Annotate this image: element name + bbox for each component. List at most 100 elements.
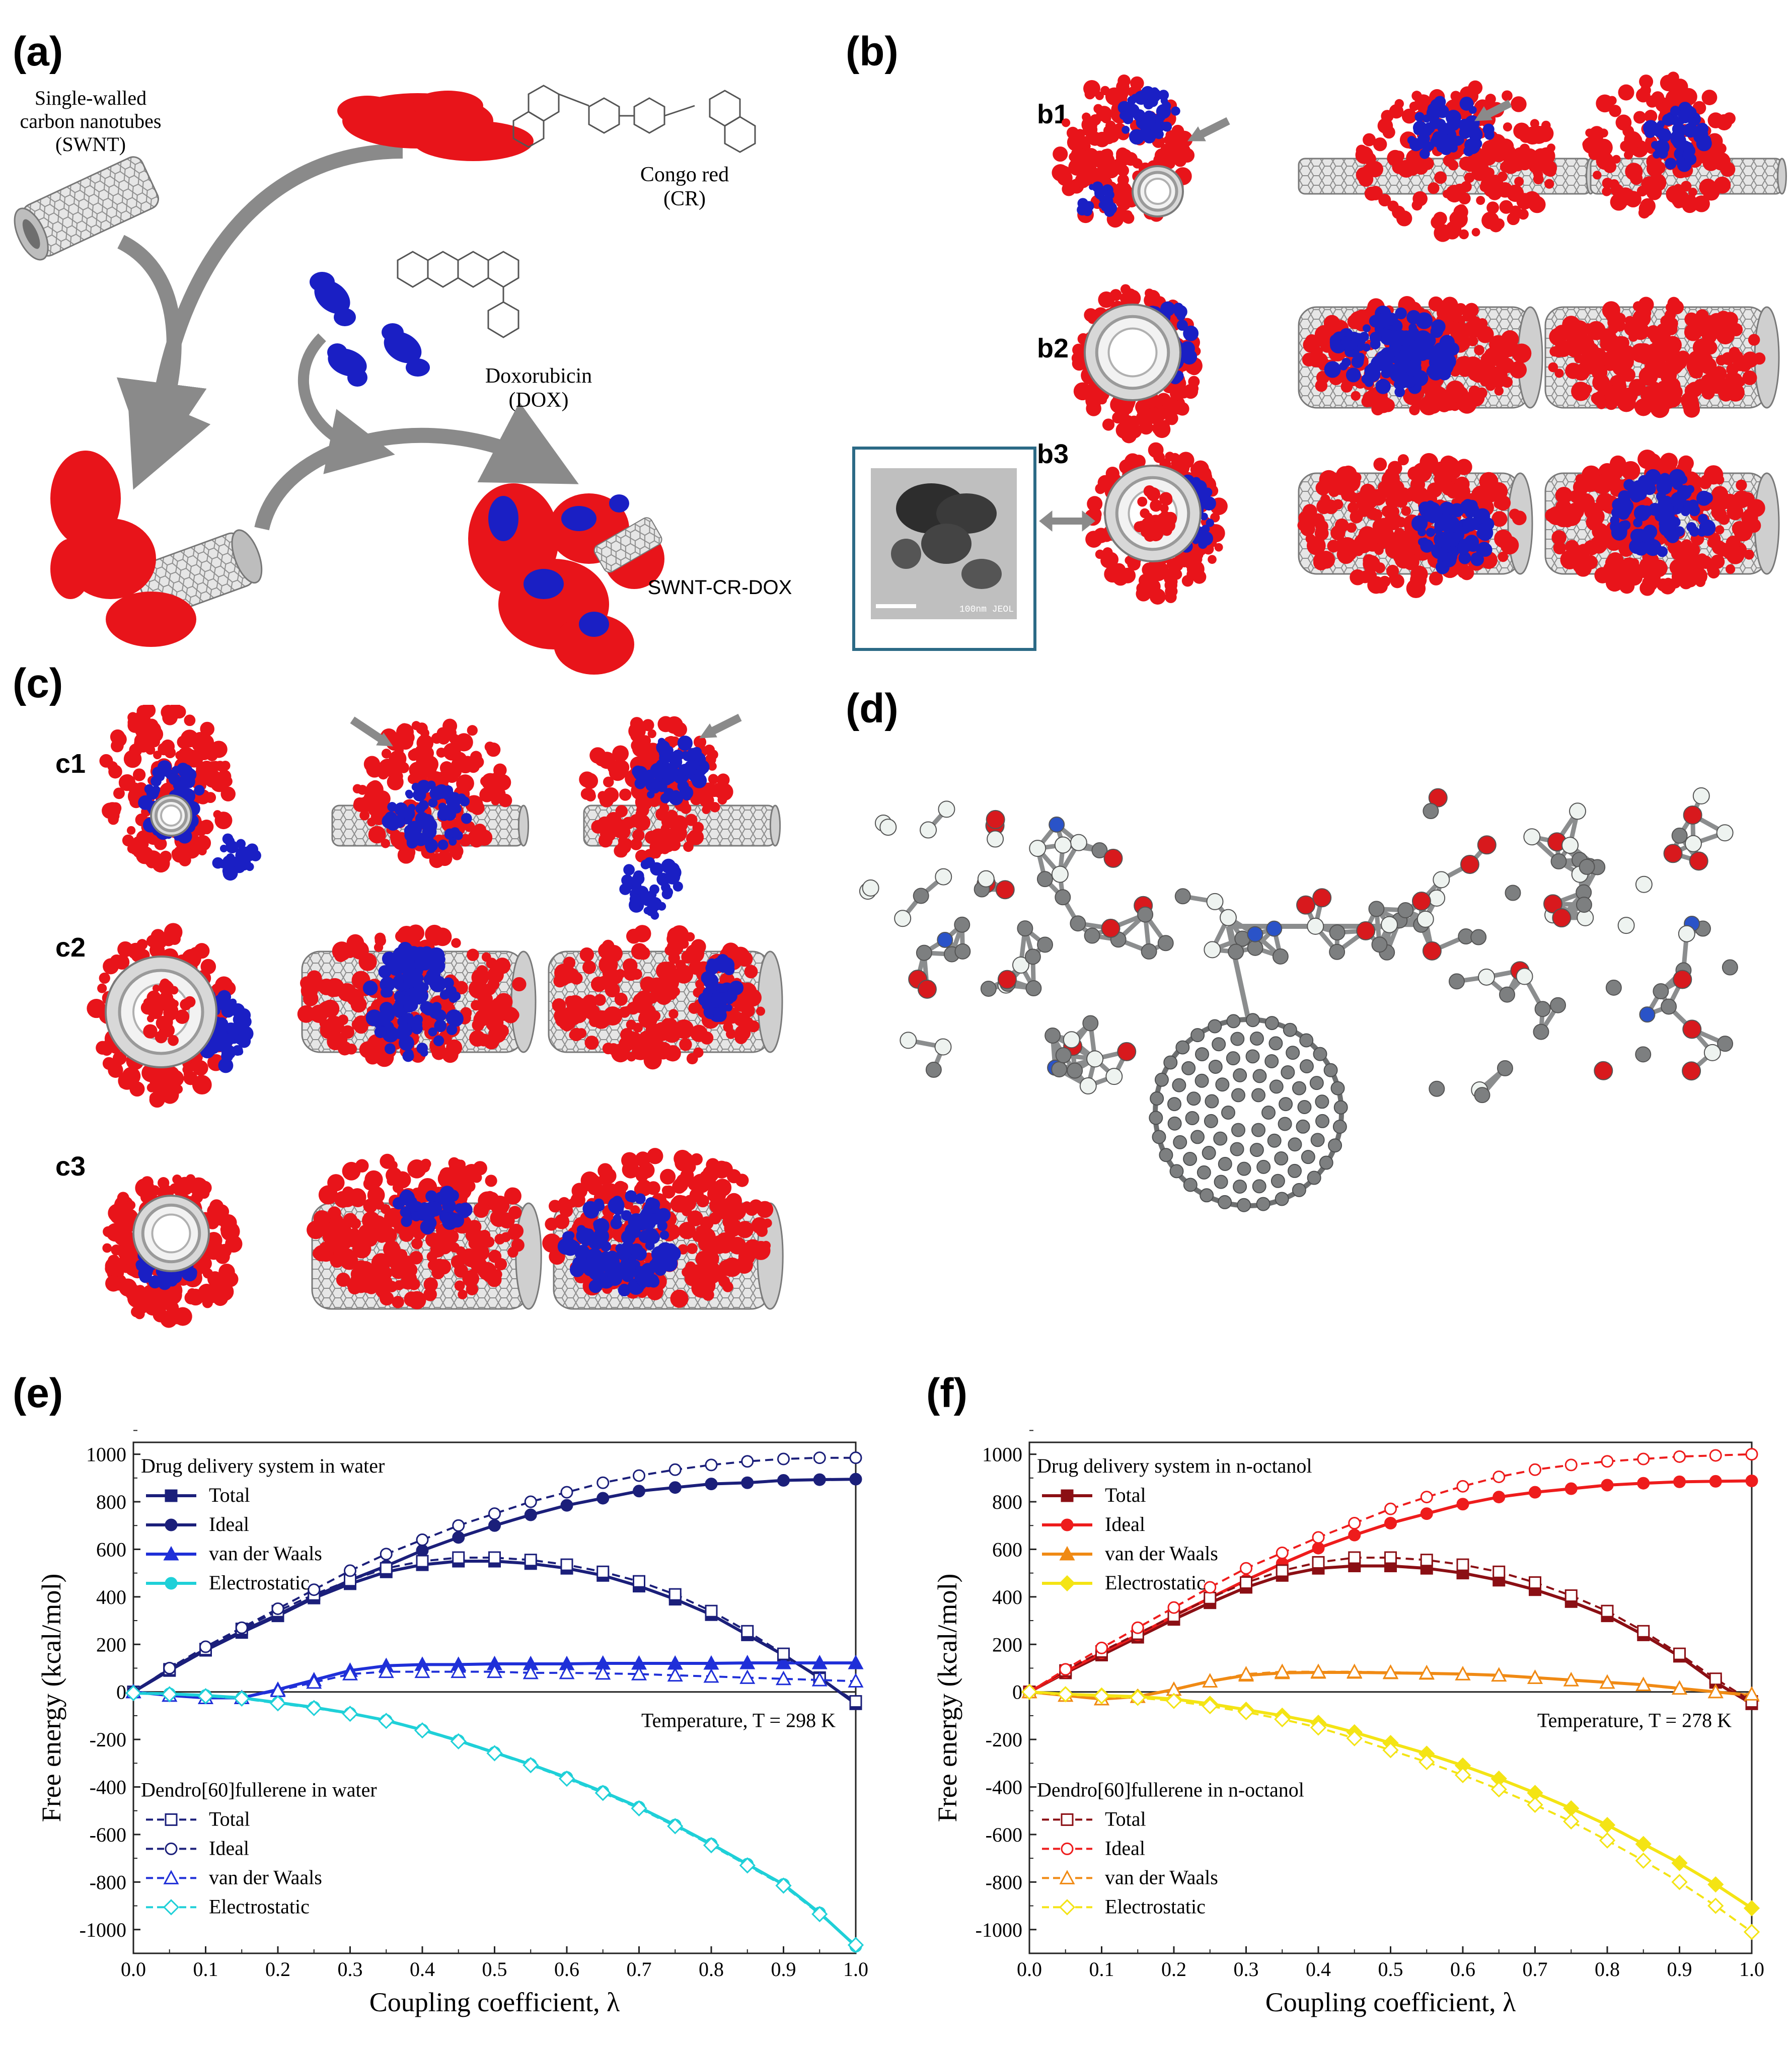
atom <box>1037 936 1054 953</box>
atom <box>1025 980 1042 997</box>
atom <box>1550 997 1566 1013</box>
chart-f-legend-item: van der Waals <box>1042 1866 1218 1888</box>
chart-e-series-line <box>133 1670 856 1699</box>
chart-f-data-point <box>1384 1502 1397 1515</box>
atom <box>1478 968 1496 986</box>
chart-f-series-line <box>1029 1670 1752 1700</box>
atom <box>954 943 971 960</box>
chart-e-legend-label: Electrostatic <box>209 1895 310 1918</box>
c3-tube-end <box>132 1195 210 1272</box>
chart-e-legend-item: Electrostatic <box>146 1571 310 1594</box>
chart-f-ytick-label: -600 <box>986 1823 1022 1846</box>
chart-f-data-point <box>1743 1924 1760 1940</box>
atom <box>1635 875 1653 893</box>
chart-f-data-point <box>1529 1486 1541 1499</box>
chart-e-legend-label: Total <box>209 1484 250 1506</box>
chart-e-data-point <box>775 1670 792 1686</box>
atom <box>1477 835 1497 855</box>
row-label-c2: c2 <box>55 932 86 963</box>
chart-e-data-point <box>813 1451 826 1465</box>
chart-f-xtick-label: 0.0 <box>1017 1958 1042 1981</box>
atom <box>1579 858 1595 875</box>
b3-side-blue-1 <box>1411 499 1495 574</box>
chart-f-legend-item: Total <box>1042 1807 1146 1830</box>
atom <box>935 868 952 886</box>
swnt-label-line3: (SWNT) <box>55 133 126 156</box>
chart-e-data-point <box>486 1663 503 1678</box>
atom <box>1070 915 1086 932</box>
cr-label-line2: (CR) <box>663 187 706 210</box>
chart-e-xtick-label: 0.6 <box>554 1958 579 1981</box>
chart-e-series-line <box>132 1557 857 1703</box>
chart-f-ytick-label: 400 <box>992 1586 1022 1608</box>
chart-f-series-dendro-ideal <box>1023 1448 1758 1699</box>
chart-e-data-point <box>560 1558 573 1571</box>
chart-f-data-point <box>1131 1621 1144 1634</box>
row-label-b3: b3 <box>1037 439 1069 469</box>
atom <box>1428 889 1446 907</box>
chart-f-data-point <box>1204 1591 1217 1604</box>
chart-e-data-point <box>165 1842 178 1855</box>
chart-e-ytick-label: -800 <box>90 1871 126 1893</box>
chart-e-data-point <box>234 1690 250 1707</box>
pointer-arrows-c1 <box>350 713 742 747</box>
chart-f-data-point <box>1059 1899 1076 1916</box>
chart-f-data-point <box>1276 1547 1289 1560</box>
chart-f-legend-item: Ideal <box>1042 1837 1145 1859</box>
panel-b-illustration: b1 b2 b3 100nm JEOL <box>852 71 1787 651</box>
chart-f-ytick-label: -1000 <box>976 1919 1022 1941</box>
chart-e-data-point <box>380 1548 393 1561</box>
congo-red-aggregate <box>337 91 534 161</box>
chart-f-series-line <box>1028 1557 1753 1703</box>
chart-e-xtick-label: 0.0 <box>121 1958 146 1981</box>
dox-label-line1: Doxorubicin <box>485 364 592 388</box>
chart-e-legend-title-dendro: Dendro[60]fullerene in water <box>141 1778 377 1801</box>
chart-f-ytick-label: 200 <box>992 1633 1022 1656</box>
atom <box>1722 959 1738 976</box>
chart-f-legend-label: Total <box>1105 1807 1146 1830</box>
chart-f-data-point <box>1095 1641 1108 1654</box>
atom <box>1228 943 1244 960</box>
chart-f-data-point <box>1202 1698 1218 1715</box>
chart-f-legend-item: Total <box>1042 1484 1146 1506</box>
chart-e-data-point <box>235 1621 248 1634</box>
chart-e-data-point <box>522 1664 539 1679</box>
chart-e-data-point <box>163 1546 179 1561</box>
chart-e-data-point <box>269 1695 286 1712</box>
atom <box>920 821 937 839</box>
chart-f-xtick-label: 0.3 <box>1234 1958 1259 1981</box>
atom <box>1012 956 1029 974</box>
chart-e-data-point <box>414 1663 430 1678</box>
atom <box>1063 1031 1080 1049</box>
chart-e-data-point <box>811 1654 828 1669</box>
chart-e-data-point <box>163 1870 179 1884</box>
chart-f-data-point <box>1348 1551 1361 1564</box>
atom <box>1272 948 1289 965</box>
chart-e-data-point <box>558 1770 575 1787</box>
chart-e-ytick-label: -600 <box>90 1823 126 1846</box>
chart-f-data-point <box>1599 1674 1615 1689</box>
chart-f-data-point <box>1240 1576 1252 1589</box>
chart-f-data-point <box>1454 1767 1471 1784</box>
atom <box>1683 805 1702 825</box>
chart-f-data-point <box>1637 1625 1650 1638</box>
chart-e-legend-item: Electrostatic <box>146 1895 310 1918</box>
chart-f-ytick-label: -800 <box>986 1871 1022 1893</box>
chart-e-data-point <box>416 1544 429 1557</box>
atom <box>900 1032 917 1049</box>
chart-f-data-point <box>1599 1832 1616 1849</box>
atom <box>934 1038 952 1056</box>
chart-f-data-point <box>1673 1475 1686 1488</box>
chart-f-data-point <box>1709 1475 1722 1488</box>
chart-e-data-point <box>594 1785 611 1801</box>
chart-e-xtick-label: 0.3 <box>338 1958 363 1981</box>
chart-f-legend-item: Electrostatic <box>1042 1895 1206 1918</box>
chart-e-data-point <box>488 1519 501 1532</box>
atom <box>1206 893 1224 910</box>
chart-e-data-point <box>705 1478 718 1491</box>
c1-side-blue-1 <box>382 780 472 853</box>
congo-red-structure <box>512 85 756 153</box>
atom <box>1368 901 1385 917</box>
atom <box>1639 1006 1656 1023</box>
atom <box>1117 1042 1137 1061</box>
